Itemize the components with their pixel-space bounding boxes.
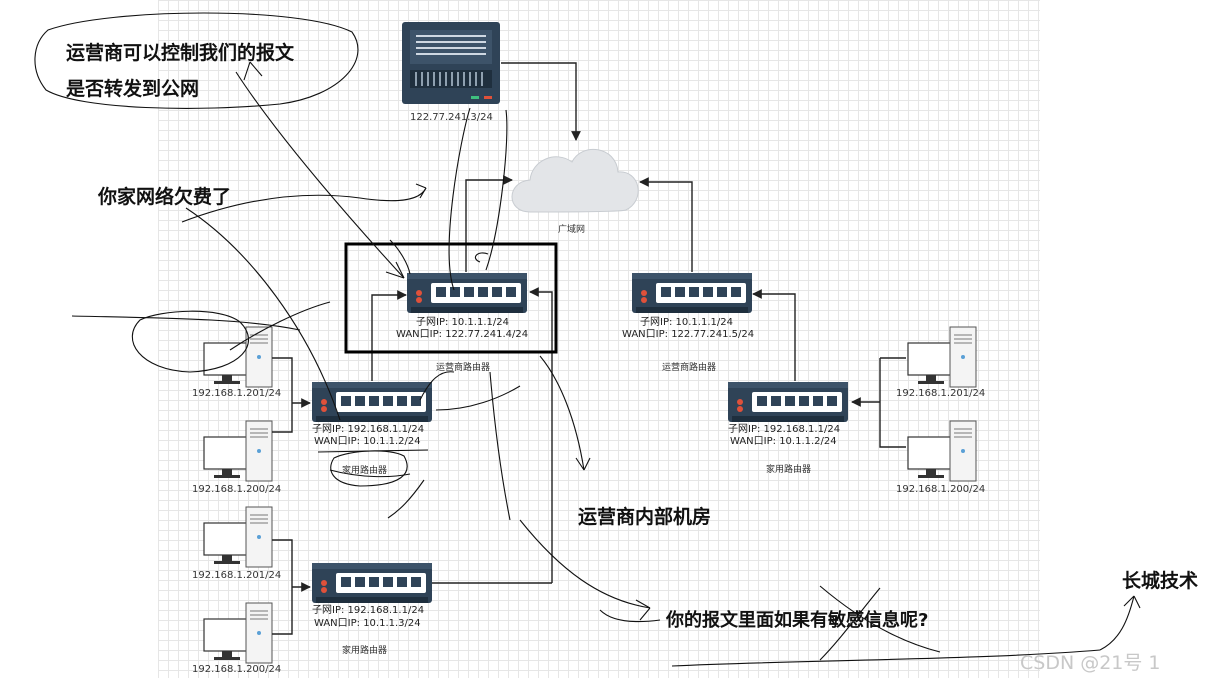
annotation-sensitive-info: 你的报文里面如果有敏感信息呢? — [666, 610, 929, 631]
pc-icon — [203, 506, 273, 568]
pc-icon — [203, 326, 273, 388]
isp-router-left-wan: WAN口IP: 122.77.241.4/24 — [396, 329, 529, 340]
isp-router-right-icon — [632, 273, 752, 313]
home-router-2-icon — [312, 563, 432, 603]
cloud-label: 广域网 — [558, 225, 586, 235]
annotation-isp-room: 运营商内部机房 — [578, 506, 712, 528]
home-router-3-wan: WAN口IP: 10.1.1.2/24 — [730, 436, 837, 447]
annotation-great-wall: 长城技术 — [1122, 570, 1199, 592]
home-router-1-subnet: 子网IP: 192.168.1.1/24 — [312, 424, 425, 435]
pc-icon — [203, 420, 273, 482]
handwriting-scribbles — [34, 12, 1141, 667]
server-ip-label: 122.77.241.3/24 — [410, 112, 493, 123]
pc-ip-label: 192.168.1.200/24 — [192, 664, 282, 675]
pc-icon — [203, 602, 273, 664]
home-router-2-name: 家用路由器 — [342, 646, 388, 656]
csdn-watermark: CSDN @21号 1 — [1020, 652, 1161, 674]
pc-icon — [907, 326, 977, 388]
grid-background — [158, 0, 1040, 678]
pc-ip-label: 192.168.1.200/24 — [896, 484, 986, 495]
isp-router-left-name: 运营商路由器 — [436, 363, 491, 373]
home-router-3-name: 家用路由器 — [766, 465, 812, 475]
annotation-isp-control-1: 运营商可以控制我们的报文 — [66, 42, 295, 64]
isp-router-left-subnet: 子网IP: 10.1.1.1/24 — [416, 317, 509, 328]
pc-icon — [907, 420, 977, 482]
home-router-2-subnet: 子网IP: 192.168.1.1/24 — [312, 605, 425, 616]
home-router-1-wan: WAN口IP: 10.1.1.2/24 — [314, 436, 421, 447]
pc-ip-label: 192.168.1.200/24 — [192, 484, 282, 495]
annotation-arrears: 你家网络欠费了 — [98, 186, 232, 208]
isp-router-right-subnet: 子网IP: 10.1.1.1/24 — [640, 317, 733, 328]
highlight-box — [344, 242, 558, 354]
home-router-3-subnet: 子网IP: 192.168.1.1/24 — [728, 424, 841, 435]
cloud-icon — [511, 148, 639, 213]
isp-router-left-icon — [407, 273, 527, 313]
pc-ip-label: 192.168.1.201/24 — [192, 570, 282, 581]
isp-router-right-wan: WAN口IP: 122.77.241.5/24 — [622, 329, 755, 340]
home-router-3-icon — [728, 382, 848, 422]
home-router-1-icon — [312, 382, 432, 422]
isp-router-right-name: 运营商路由器 — [662, 363, 717, 373]
pc-ip-label: 192.168.1.201/24 — [192, 388, 282, 399]
pc-ip-label: 192.168.1.201/24 — [896, 388, 986, 399]
home-router-1-name: 家用路由器 — [342, 466, 388, 476]
connection-lines — [272, 62, 906, 635]
server-icon — [402, 22, 500, 104]
annotation-isp-control-2: 是否转发到公网 — [66, 78, 200, 100]
home-router-2-wan: WAN口IP: 10.1.1.3/24 — [314, 618, 421, 629]
